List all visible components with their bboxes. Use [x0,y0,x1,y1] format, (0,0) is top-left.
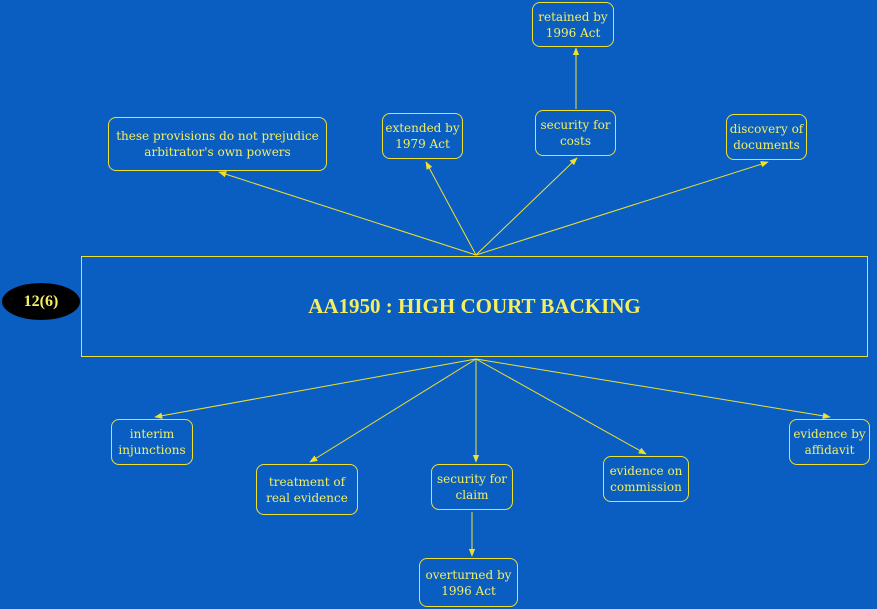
node-retained-1996[interactable]: retained by 1996 Act [532,2,614,47]
node-security-costs[interactable]: security for costs [535,110,616,156]
node-evidence-commission[interactable]: evidence on commission [603,456,689,502]
node-real-evidence[interactable]: treatment of real evidence [256,464,358,515]
link-to-own-powers [218,171,477,256]
link-to-interim [154,358,477,419]
link-to-security-costs [475,157,578,256]
node-discovery[interactable]: discovery of documents [726,114,807,160]
node-extended-1979[interactable]: extended by 1979 Act [382,113,463,159]
link-to-affidavit [475,358,831,419]
central-topic-node[interactable]: AA1950 : HIGH COURT BACKING [81,256,868,357]
link-to-commission [475,358,647,455]
link-to-discovery [475,161,769,256]
link-to-extended-1979 [425,161,477,256]
node-interim-injunctions[interactable]: interim injunctions [111,419,193,465]
node-evidence-affidavit[interactable]: evidence by affidavit [789,419,870,465]
node-overturned-1996[interactable]: overturned by 1996 Act [419,558,518,607]
link-to-real-evidence [309,358,477,463]
section-badge[interactable]: 12(6) [2,283,80,320]
node-own-powers[interactable]: these provisions do not prejudice arbitr… [108,117,327,171]
node-security-claim[interactable]: security for claim [431,464,513,510]
